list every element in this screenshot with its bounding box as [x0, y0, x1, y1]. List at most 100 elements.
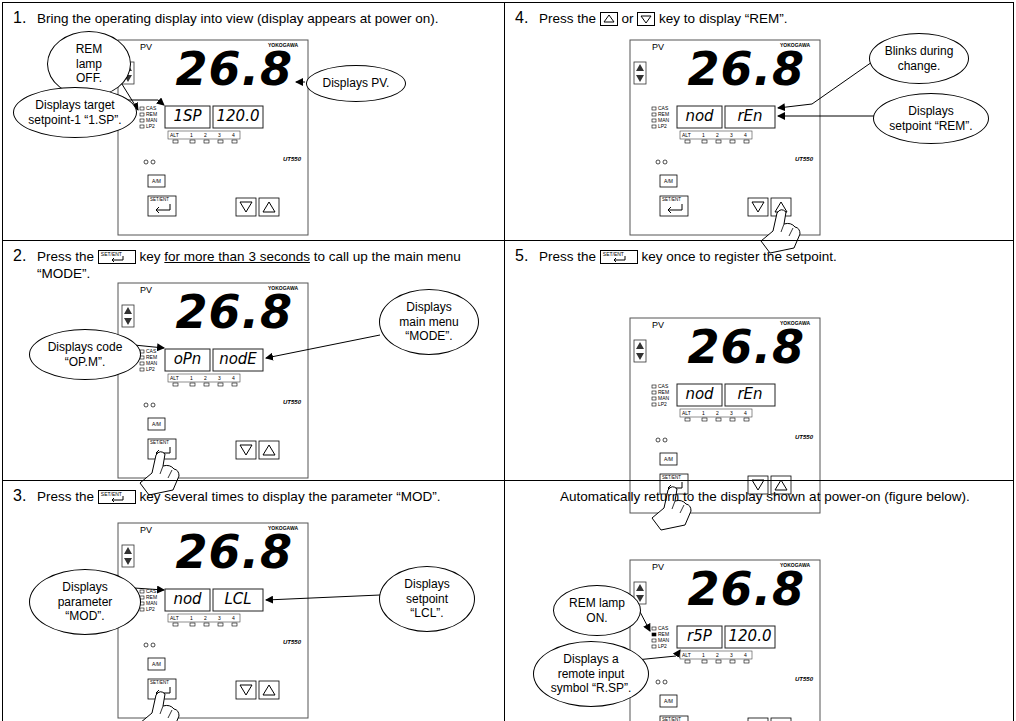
- callout-text: Displays code “OP.M”.: [44, 340, 126, 369]
- alarm-number: 1: [190, 133, 193, 138]
- field-box: [725, 384, 775, 406]
- alarm-frame: [680, 651, 752, 659]
- pv-label: PV: [652, 321, 664, 330]
- step-instruction: Press the SET/ENT key for more than 3 se…: [37, 249, 492, 283]
- pressing-hand: [761, 210, 800, 253]
- indicator: [663, 160, 667, 164]
- up-key: [771, 718, 791, 721]
- step-instruction: Press the SET/ENT key once to register t…: [539, 249, 1001, 266]
- alarm-number: 1: [702, 133, 705, 138]
- alarm-number: 4: [744, 411, 747, 416]
- alarm-number: 3: [218, 133, 221, 138]
- lamp-label: REM: [658, 390, 669, 395]
- controller-housing: [118, 283, 308, 478]
- lower-display-right: LCL: [224, 592, 251, 607]
- field-box: [165, 106, 210, 128]
- controller-housing: [630, 318, 820, 513]
- alarm-lamp: [218, 140, 223, 143]
- step-instruction: Automatically return to the display show…: [560, 489, 1001, 506]
- down-triangle: [752, 202, 764, 212]
- alarm-number: 3: [730, 133, 733, 138]
- controller-face: [118, 40, 308, 235]
- down-triangle: [240, 445, 252, 455]
- alarm-number: 1: [702, 411, 705, 416]
- callout-text: Displays setpoint “LCL”.: [394, 577, 460, 620]
- key-label: A/M: [664, 179, 673, 184]
- alarm-number: 1: [702, 653, 705, 658]
- field-box: [213, 349, 263, 371]
- set-ent-key: [660, 196, 688, 216]
- status-lamp: [652, 633, 656, 636]
- am-key: [660, 695, 677, 707]
- indicator: [144, 160, 148, 164]
- callout-ellipse: Displays parameter “MOD”.: [29, 569, 141, 635]
- lamp-label: REM: [146, 595, 157, 600]
- lamp-label: CAS: [658, 384, 668, 389]
- alarm-number: 1: [190, 616, 193, 621]
- alarm-number: 3: [730, 653, 733, 658]
- instruction-text: or: [622, 11, 634, 26]
- up-triangle: [263, 445, 275, 455]
- alarm-label: ALT: [682, 653, 691, 658]
- alarm-lamp: [716, 140, 721, 143]
- lower-display-right: rEn: [737, 109, 762, 124]
- down-triangle: [240, 202, 252, 212]
- alarm-number: 3: [218, 376, 221, 381]
- instruction-text: key several times to display the paramet…: [140, 489, 441, 504]
- alarm-number: 2: [204, 616, 207, 621]
- alarm-lamp: [204, 383, 209, 386]
- down-key: [748, 198, 768, 216]
- lamp-label: MAN: [658, 118, 669, 123]
- status-lamp: [652, 639, 656, 642]
- alarm-number: 4: [232, 133, 235, 138]
- alarm-lamp: [685, 140, 690, 143]
- lamp-label: REM: [146, 112, 157, 117]
- alarm-number: 4: [232, 376, 235, 381]
- alarm-lamp: [190, 140, 195, 143]
- status-lamp: [652, 391, 656, 394]
- enter-icon: [109, 496, 125, 503]
- lower-display-right: rEn: [737, 387, 762, 402]
- status-lamp: [140, 590, 144, 593]
- pv-label: PV: [140, 43, 152, 52]
- alarm-lamp: [190, 623, 195, 626]
- pv-label: PV: [140, 526, 152, 535]
- callout-text: Blinks during change.: [884, 44, 954, 73]
- alarm-number: 4: [744, 653, 747, 658]
- alarm-label: ALT: [170, 616, 179, 621]
- callout-text: REM lamp ON.: [568, 596, 626, 625]
- alarm-lamp: [730, 140, 735, 143]
- lamp-label: REM: [658, 112, 669, 117]
- status-lamp: [652, 125, 656, 128]
- instruction-text: key to display “REM”.: [659, 11, 787, 26]
- callout-ellipse: Displays setpoint “REM”.: [873, 93, 989, 144]
- status-lamp: [652, 385, 656, 388]
- callout-ellipse: Displays main menu “MODE”.: [379, 289, 479, 355]
- leader-line: [296, 82, 305, 83]
- instruction-text: Bring the operating display into view (d…: [37, 11, 438, 26]
- set-ent-key: [148, 196, 176, 216]
- field-box: [213, 106, 263, 128]
- callout-text: Displays setpoint “REM”.: [888, 104, 974, 133]
- instruction-text: key: [140, 249, 161, 264]
- alarm-number: 4: [744, 133, 747, 138]
- status-lamp: [652, 397, 656, 400]
- controller-face: [630, 560, 820, 721]
- enter-icon: [611, 256, 627, 263]
- alarm-number: 2: [716, 653, 719, 658]
- instruction-text: for more than 3 seconds: [164, 249, 310, 264]
- pv-value: 26.8: [688, 324, 806, 370]
- indicator: [151, 160, 155, 164]
- page-arrows: [124, 547, 132, 565]
- lower-display-left: nod: [685, 387, 713, 402]
- alarm-number: 2: [716, 133, 719, 138]
- leader-line: [266, 595, 380, 600]
- alarm-lamp: [716, 660, 721, 663]
- page-arrows: [636, 342, 644, 360]
- am-key: [148, 658, 165, 670]
- indicator: [663, 680, 667, 684]
- instruction-text: key once to register the setpoint.: [642, 249, 837, 264]
- alarm-number: 1: [190, 376, 193, 381]
- callout-text: Displays a remote input symbol “R.SP”.: [548, 652, 634, 695]
- lamp-label: MAN: [658, 638, 669, 643]
